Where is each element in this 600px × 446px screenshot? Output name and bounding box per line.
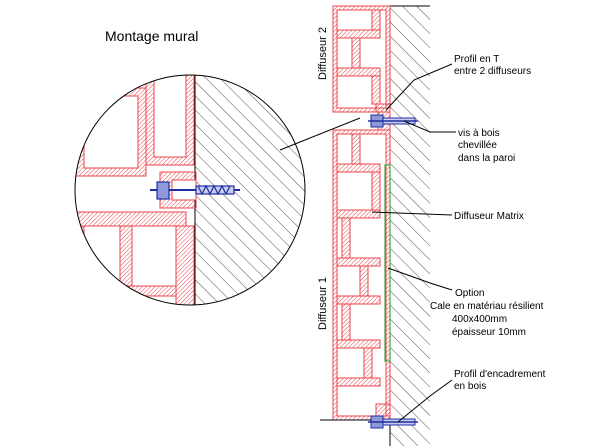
leader-lines xyxy=(371,63,456,423)
diagram-title: Montage mural xyxy=(105,28,198,44)
detail-lower-diffuser xyxy=(75,211,195,305)
vis-line3: dans la paroi xyxy=(458,153,515,164)
detail-upper-diffuser xyxy=(75,75,195,177)
option-line2: Cale en matériau résilient xyxy=(430,301,544,312)
option-line3: 400x400mm xyxy=(452,314,507,325)
vis-line2: chevillée xyxy=(458,140,497,151)
callout-vis: vis à bois chevillée dans la paroi xyxy=(458,128,515,164)
callout-profil-encadrement: Profil d'encadrement en bois xyxy=(454,369,546,392)
callout-profil-t: Profil en T entre 2 diffuseurs xyxy=(454,54,531,77)
profil-t-line2: entre 2 diffuseurs xyxy=(454,66,531,77)
profil-enc-line1: Profil d'encadrement xyxy=(454,369,546,380)
diffuser-1 xyxy=(332,129,391,421)
label-diffuseur-2: Diffuseur 2 xyxy=(317,27,329,80)
wood-screw-top xyxy=(368,114,418,128)
profil-enc-line2: en bois xyxy=(454,381,486,392)
option-line4: épaisseur 10mm xyxy=(452,327,526,338)
detail-screw xyxy=(150,181,240,200)
vis-line1: vis à bois xyxy=(458,128,500,139)
detail-circle-outline xyxy=(74,74,306,306)
wall xyxy=(390,6,430,446)
detail-wall xyxy=(195,75,305,305)
wood-screw-bottom xyxy=(368,415,418,429)
diffuser-2 xyxy=(332,5,391,113)
profil-t-line1: Profil en T xyxy=(454,54,499,65)
option-line1: Option xyxy=(455,288,484,299)
callout-option: Option Cale en matériau résilient 400x40… xyxy=(430,288,544,338)
callout-diffuseur-matrix: Diffuseur Matrix xyxy=(454,211,524,222)
label-diffuseur-1: Diffuseur 1 xyxy=(317,277,329,330)
detail-connector-line xyxy=(279,117,361,151)
option-resilient-pad xyxy=(384,164,391,362)
detail-magnification xyxy=(75,75,305,305)
